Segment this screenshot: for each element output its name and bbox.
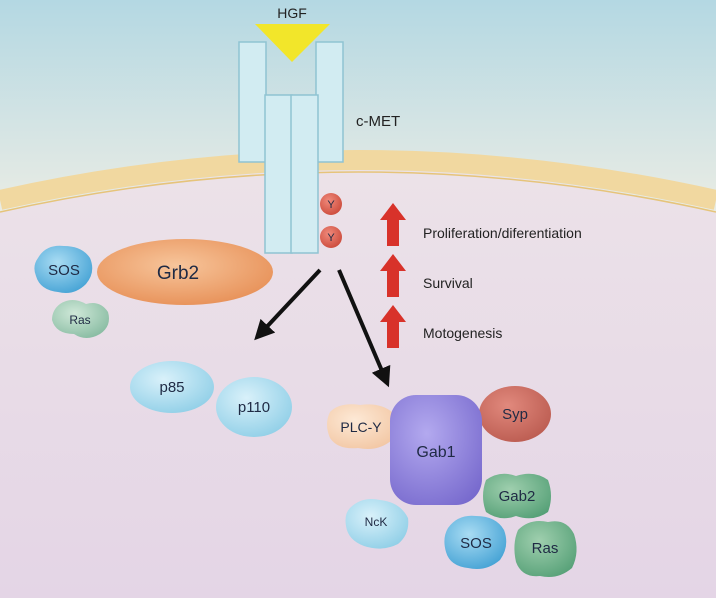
- phosphotyrosine-2-label: Y: [327, 232, 335, 244]
- ras-protein-left: [52, 300, 109, 338]
- plc-gamma-label: PLC-Y: [340, 419, 382, 435]
- p110-protein: [216, 377, 292, 437]
- effect-up-arrows: [380, 203, 406, 348]
- grb2-protein: [97, 239, 273, 305]
- grb2-label: Grb2: [157, 263, 199, 284]
- receptor-label: c-MET: [356, 113, 400, 130]
- receptor-beta-chain-1: [264, 94, 293, 254]
- gab2-label: Gab2: [499, 488, 536, 505]
- phosphotyrosine-2: [320, 226, 342, 248]
- hgf-label: HGF: [277, 5, 307, 21]
- ras-protein-right: [514, 521, 577, 577]
- receptor-beta-chain-2: [290, 94, 319, 254]
- sos-left-label: SOS: [48, 262, 80, 279]
- p110-label: p110: [238, 399, 270, 416]
- arrow-to-gab1: [337, 269, 391, 388]
- syp-label: Syp: [502, 406, 528, 423]
- ras-right-label: Ras: [532, 540, 559, 557]
- ras-left-label: Ras: [69, 313, 90, 327]
- nck-label: NcK: [365, 515, 388, 529]
- cell-membrane-inner-line: [0, 171, 716, 213]
- effect-survival: Survival: [423, 275, 473, 291]
- nck-protein: [345, 499, 409, 549]
- sos-protein-right: [444, 515, 507, 569]
- p85-protein: [130, 361, 214, 413]
- hgf-ligand: [255, 24, 330, 62]
- phosphotyrosine-1: [320, 193, 342, 215]
- up-arrow-motogenesis: [380, 305, 406, 348]
- effect-motogenesis: Motogenesis: [423, 325, 502, 341]
- plc-gamma-protein: [327, 404, 397, 449]
- up-arrow-survival: [380, 254, 406, 297]
- sos-protein-left: [34, 245, 93, 293]
- receptor-alpha-chain-right: [315, 41, 344, 163]
- receptor-alpha-chain-left: [238, 41, 267, 163]
- c-met-receptor: [238, 41, 344, 254]
- gab1-label: Gab1: [416, 444, 455, 461]
- effect-proliferation: Proliferation/diferentiation: [423, 225, 582, 241]
- gab1-protein: [390, 395, 482, 505]
- phosphotyrosine-1-label: Y: [327, 199, 335, 211]
- arrow-to-pi3k: [254, 268, 322, 341]
- sos-right-label: SOS: [460, 535, 492, 552]
- up-arrow-proliferation: [380, 203, 406, 246]
- syp-protein: [479, 386, 551, 442]
- cell-membrane: [0, 150, 716, 210]
- p85-label: p85: [159, 379, 184, 396]
- gab2-protein: [483, 473, 551, 519]
